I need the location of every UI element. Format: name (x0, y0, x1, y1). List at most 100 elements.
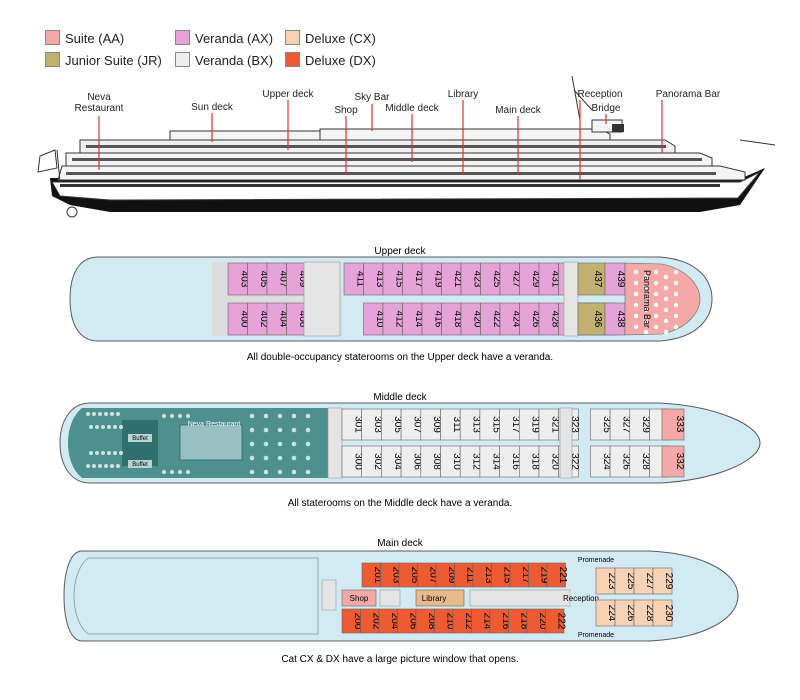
middle-deck-title: Middle deck (373, 392, 427, 403)
legend-item: Deluxe (DX) (285, 52, 376, 68)
table-dot (673, 269, 679, 275)
cabin-label: 416 (432, 311, 443, 328)
cabin-label: 414 (413, 311, 424, 328)
cabin-legend: Suite (AA)Veranda (AX)Deluxe (CX)Junior … (45, 30, 405, 78)
cabin-label: 431 (549, 271, 560, 288)
panorama-bar-area (624, 262, 701, 336)
cabin-label: 214 (481, 613, 492, 630)
label-panorama-bar: Panorama Bar (656, 89, 721, 100)
cabin-label: 220 (537, 613, 548, 630)
table-dot (107, 451, 111, 455)
cabin-label: 429 (530, 271, 541, 288)
table-dot (92, 412, 96, 416)
table-dot (116, 412, 120, 416)
cabin-label: 327 (620, 416, 631, 433)
cabin-label: 321 (549, 416, 560, 433)
cabin-333-label: 333 (674, 416, 685, 433)
cabin-label: 400 (238, 311, 249, 328)
legend-item: Veranda (BX) (175, 52, 273, 68)
legend-item: Veranda (AX) (175, 30, 273, 46)
cabin-230[interactable] (652, 599, 673, 627)
table-dot (663, 285, 669, 291)
cabin-label: 324 (601, 453, 612, 470)
table-dot (673, 324, 679, 330)
cabin-label: 222 (555, 613, 566, 630)
table-dot (104, 412, 108, 416)
table-dot (104, 464, 108, 468)
neva-restaurant-label: Neva Restaurant (188, 421, 241, 428)
legend-item: Deluxe (CX) (285, 30, 376, 46)
table-dot (249, 469, 255, 475)
table-dot (277, 413, 283, 419)
cabin-label: 200 (352, 613, 363, 630)
table-dot (643, 329, 649, 335)
label-shop: Shop (334, 105, 358, 116)
label-upper-deck: Upper deck (262, 89, 314, 100)
table-dot (305, 427, 311, 433)
cabin-label: 226 (625, 605, 636, 622)
cabin-label: 423 (471, 271, 482, 288)
table-dot (92, 464, 96, 468)
upper-deck-title: Upper deck (374, 246, 426, 257)
table-dot (119, 451, 123, 455)
cabin-438-label: 438 (615, 311, 626, 328)
cabin-label: 219 (538, 567, 549, 584)
middle-caption: All staterooms on the Middle deck have a… (288, 498, 513, 509)
cabin-label: 307 (411, 416, 422, 433)
table-dot (643, 274, 649, 280)
table-dot (633, 313, 639, 319)
table-dot (673, 302, 679, 308)
cabin-332[interactable] (661, 445, 685, 478)
cabin-label: 315 (490, 416, 501, 433)
table-dot (95, 425, 99, 429)
cabin-label: 212 (463, 613, 474, 630)
buffet-top (128, 434, 152, 442)
cabin-label: 317 (510, 416, 521, 433)
legend-label: Deluxe (DX) (305, 53, 376, 68)
table-dot (98, 412, 102, 416)
table-dot (263, 455, 269, 461)
library-label: Library (422, 594, 446, 603)
table-dot (110, 412, 114, 416)
table-dot (86, 412, 90, 416)
label-neva-1: Neva (87, 92, 111, 103)
table-dot (89, 451, 93, 455)
cabin-222[interactable] (545, 608, 565, 634)
table-dot (633, 302, 639, 308)
table-dot (673, 291, 679, 297)
library-area (415, 589, 465, 607)
cabin-label: 224 (606, 605, 617, 622)
cabin-label: 301 (352, 416, 363, 433)
table-dot (170, 470, 174, 474)
table-dot (98, 464, 102, 468)
cabin-label: 309 (431, 416, 442, 433)
table-dot (186, 470, 190, 474)
cabin-label: 319 (530, 416, 541, 433)
table-dot (653, 302, 659, 308)
table-dot (263, 441, 269, 447)
table-dot (653, 291, 659, 297)
label-sky-bar: Sky Bar (354, 92, 390, 103)
label-main-deck: Main deck (495, 105, 542, 116)
table-dot (249, 441, 255, 447)
table-dot (291, 455, 297, 461)
cabin-label: 308 (431, 453, 442, 470)
table-dot (653, 280, 659, 286)
cabin-437[interactable] (577, 262, 606, 296)
table-dot (663, 318, 669, 324)
legend-swatch (45, 30, 60, 45)
cabin-label: 314 (490, 453, 501, 470)
table-dot (633, 324, 639, 330)
legend-swatch (285, 30, 300, 45)
cabin-333[interactable] (661, 408, 685, 441)
table-dot (643, 285, 649, 291)
table-dot (178, 414, 182, 418)
cabin-label: 305 (392, 416, 403, 433)
cabin-229[interactable] (652, 567, 673, 595)
cabin-221[interactable] (546, 562, 566, 588)
cabin-label: 208 (426, 613, 437, 630)
table-dot (277, 427, 283, 433)
